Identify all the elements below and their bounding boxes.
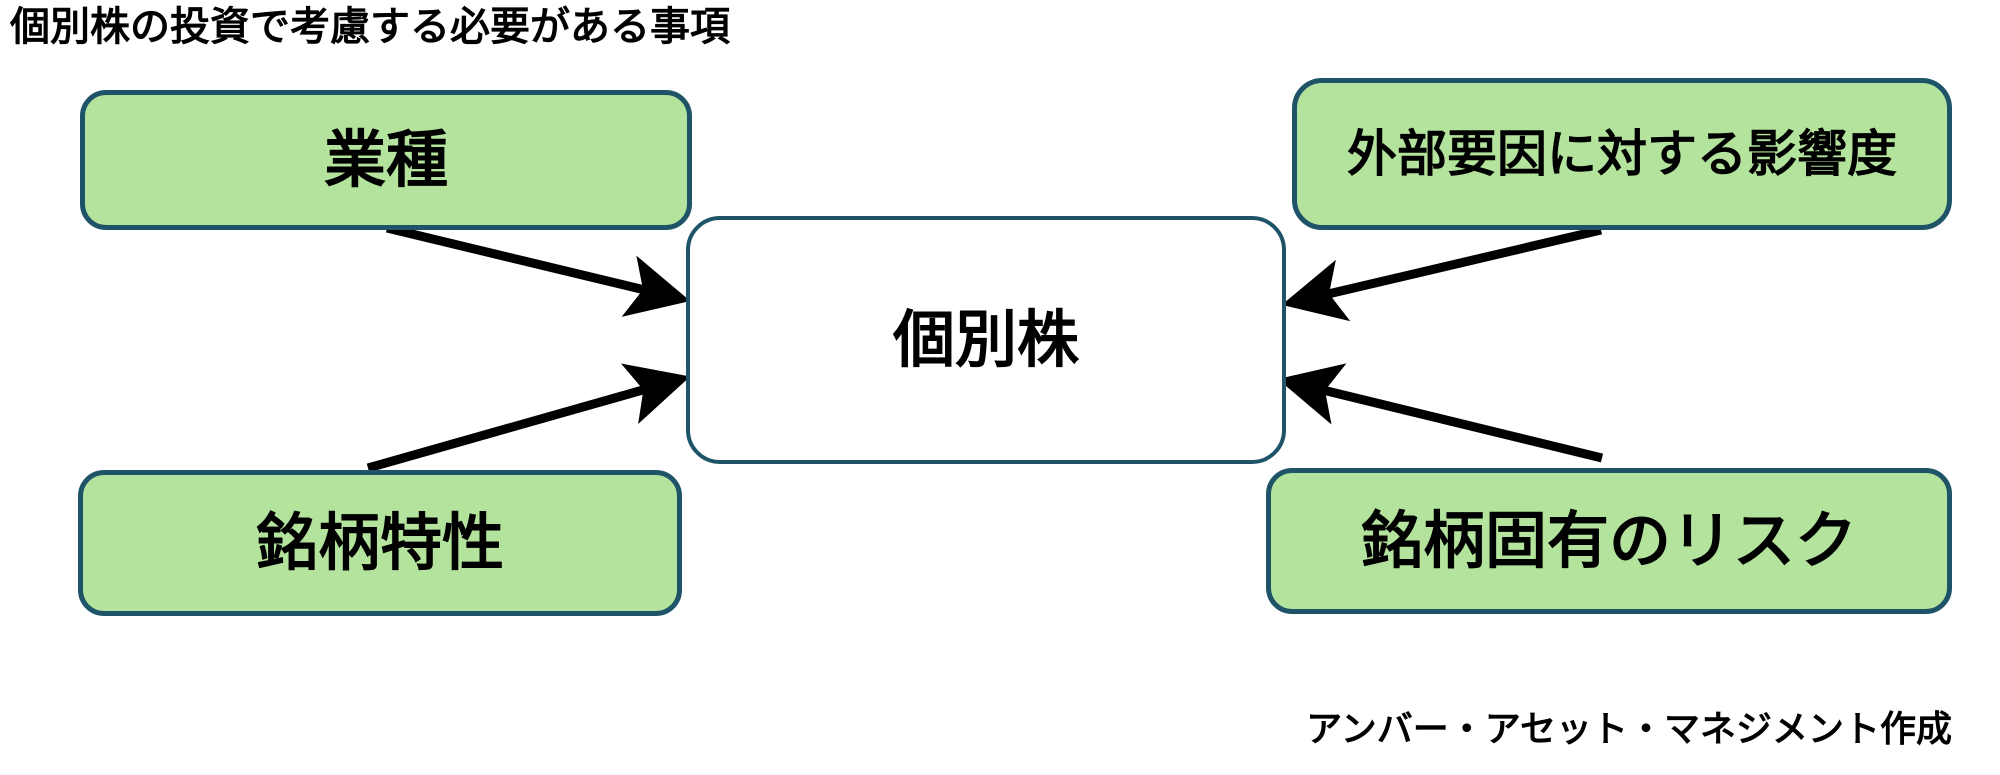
node-gyoushu-label: 業種 bbox=[323, 122, 448, 196]
node-meigara-tokusei-label: 銘柄特性 bbox=[255, 505, 504, 579]
footer-credit: アンバー・アセット・マネジメント作成 bbox=[1306, 709, 1952, 750]
page-title: 個別株の投資で考慮する必要がある事項 bbox=[10, 4, 730, 50]
arrow-meigara-tokusei-to-center bbox=[366, 363, 691, 473]
node-meigara-koyuu-risk[interactable]: 銘柄固有のリスク bbox=[1266, 468, 1952, 614]
node-kobetsu-kabu-label: 個別株 bbox=[892, 302, 1079, 376]
node-meigara-koyuu-risk-label: 銘柄固有のリスク bbox=[1360, 503, 1857, 577]
node-kobetsu-kabu[interactable]: 個別株 bbox=[686, 216, 1286, 464]
arrow-risk-to-center bbox=[1277, 363, 1604, 463]
node-meigara-tokusei[interactable]: 銘柄特性 bbox=[78, 470, 682, 616]
node-gaibu-youin[interactable]: 外部要因に対する影響度 bbox=[1292, 78, 1952, 230]
node-gaibu-youin-label: 外部要因に対する影響度 bbox=[1347, 124, 1897, 183]
node-gyoushu[interactable]: 業種 bbox=[80, 90, 692, 230]
arrow-gyoushu-to-center bbox=[385, 223, 691, 317]
arrow-gaibu-to-center bbox=[1281, 225, 1603, 322]
